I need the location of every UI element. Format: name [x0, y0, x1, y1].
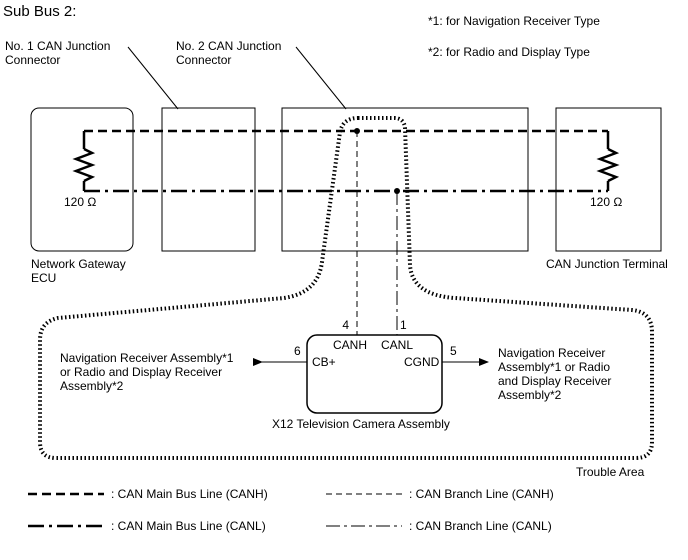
legend-main-canl: : CAN Main Bus Line (CANL)	[111, 519, 266, 533]
jc2-leader-line	[295, 46, 347, 110]
legend-branch-canl: : CAN Branch Line (CANL)	[409, 519, 552, 533]
right-device-line4: Assembly*2	[498, 388, 562, 402]
legend-main-canh: : CAN Main Bus Line (CANH)	[111, 487, 268, 501]
gateway-label-line2: ECU	[31, 271, 56, 285]
pin-canh-label: CANH	[333, 338, 367, 352]
right-device-line1: Navigation Receiver	[498, 346, 605, 360]
right-device-line2: Assembly*1 or Radio	[498, 360, 610, 374]
jc2-box	[281, 107, 529, 252]
diagram-title: Sub Bus 2:	[3, 3, 76, 20]
jc2-label-line1: No. 2 CAN Junction	[176, 39, 281, 53]
pin-canh-number: 4	[342, 318, 349, 332]
left-resistor-label: 120 Ω	[64, 195, 96, 209]
left-resistor-icon	[72, 147, 96, 183]
jc1-label-line2: Connector	[5, 53, 60, 67]
left-device-line2: or Radio and Display Receiver	[60, 365, 222, 379]
jc1-box	[161, 107, 256, 252]
gateway-label-line1: Network Gateway	[31, 257, 126, 271]
pin-cb-label: CB+	[312, 355, 336, 369]
pin-canl-number: 1	[400, 318, 407, 332]
pin-cgnd-number: 5	[450, 344, 457, 358]
camera-label: X12 Television Camera Assembly	[272, 417, 450, 431]
note-2: *2: for Radio and Display Type	[428, 45, 590, 59]
pin-cb-number: 6	[294, 344, 301, 358]
jc1-leader-line	[127, 46, 179, 110]
note-1: *1: for Navigation Receiver Type	[428, 14, 600, 28]
right-device-line3: and Display Receiver	[498, 374, 611, 388]
network-gateway-ecu-box	[30, 107, 134, 252]
terminal-label: CAN Junction Terminal	[546, 257, 668, 271]
right-resistor-icon	[596, 147, 620, 183]
pin-cgnd-label: CGND	[404, 355, 440, 369]
trouble-area-label: Trouble Area	[576, 465, 645, 479]
trouble-area-boundary	[38, 116, 654, 460]
legend-branch-canh: : CAN Branch Line (CANH)	[409, 487, 554, 501]
left-device-line3: Assembly*2	[60, 379, 124, 393]
pin-canl-label: CANL	[381, 338, 413, 352]
can-junction-terminal-box	[555, 107, 662, 252]
television-camera-box	[306, 334, 443, 414]
jc2-label-line2: Connector	[176, 53, 231, 67]
jc1-label-line1: No. 1 CAN Junction	[5, 39, 110, 53]
left-device-line1: Navigation Receiver Assembly*1	[60, 351, 234, 365]
right-resistor-label: 120 Ω	[590, 195, 622, 209]
